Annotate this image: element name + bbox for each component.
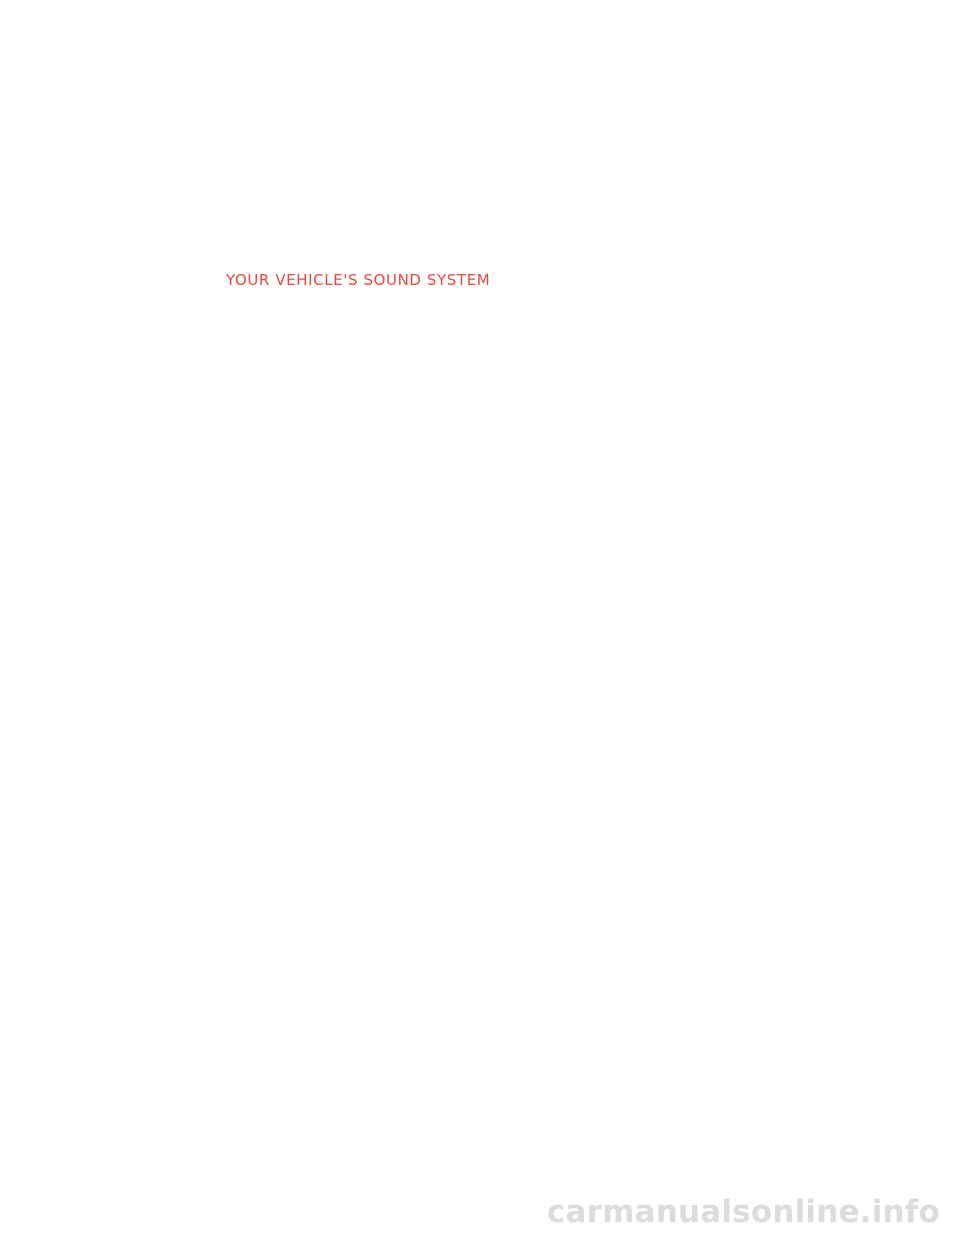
section-heading: YOUR VEHICLE'S SOUND SYSTEM (226, 271, 491, 289)
watermark-text: carmanualsonline.info (546, 1194, 940, 1230)
